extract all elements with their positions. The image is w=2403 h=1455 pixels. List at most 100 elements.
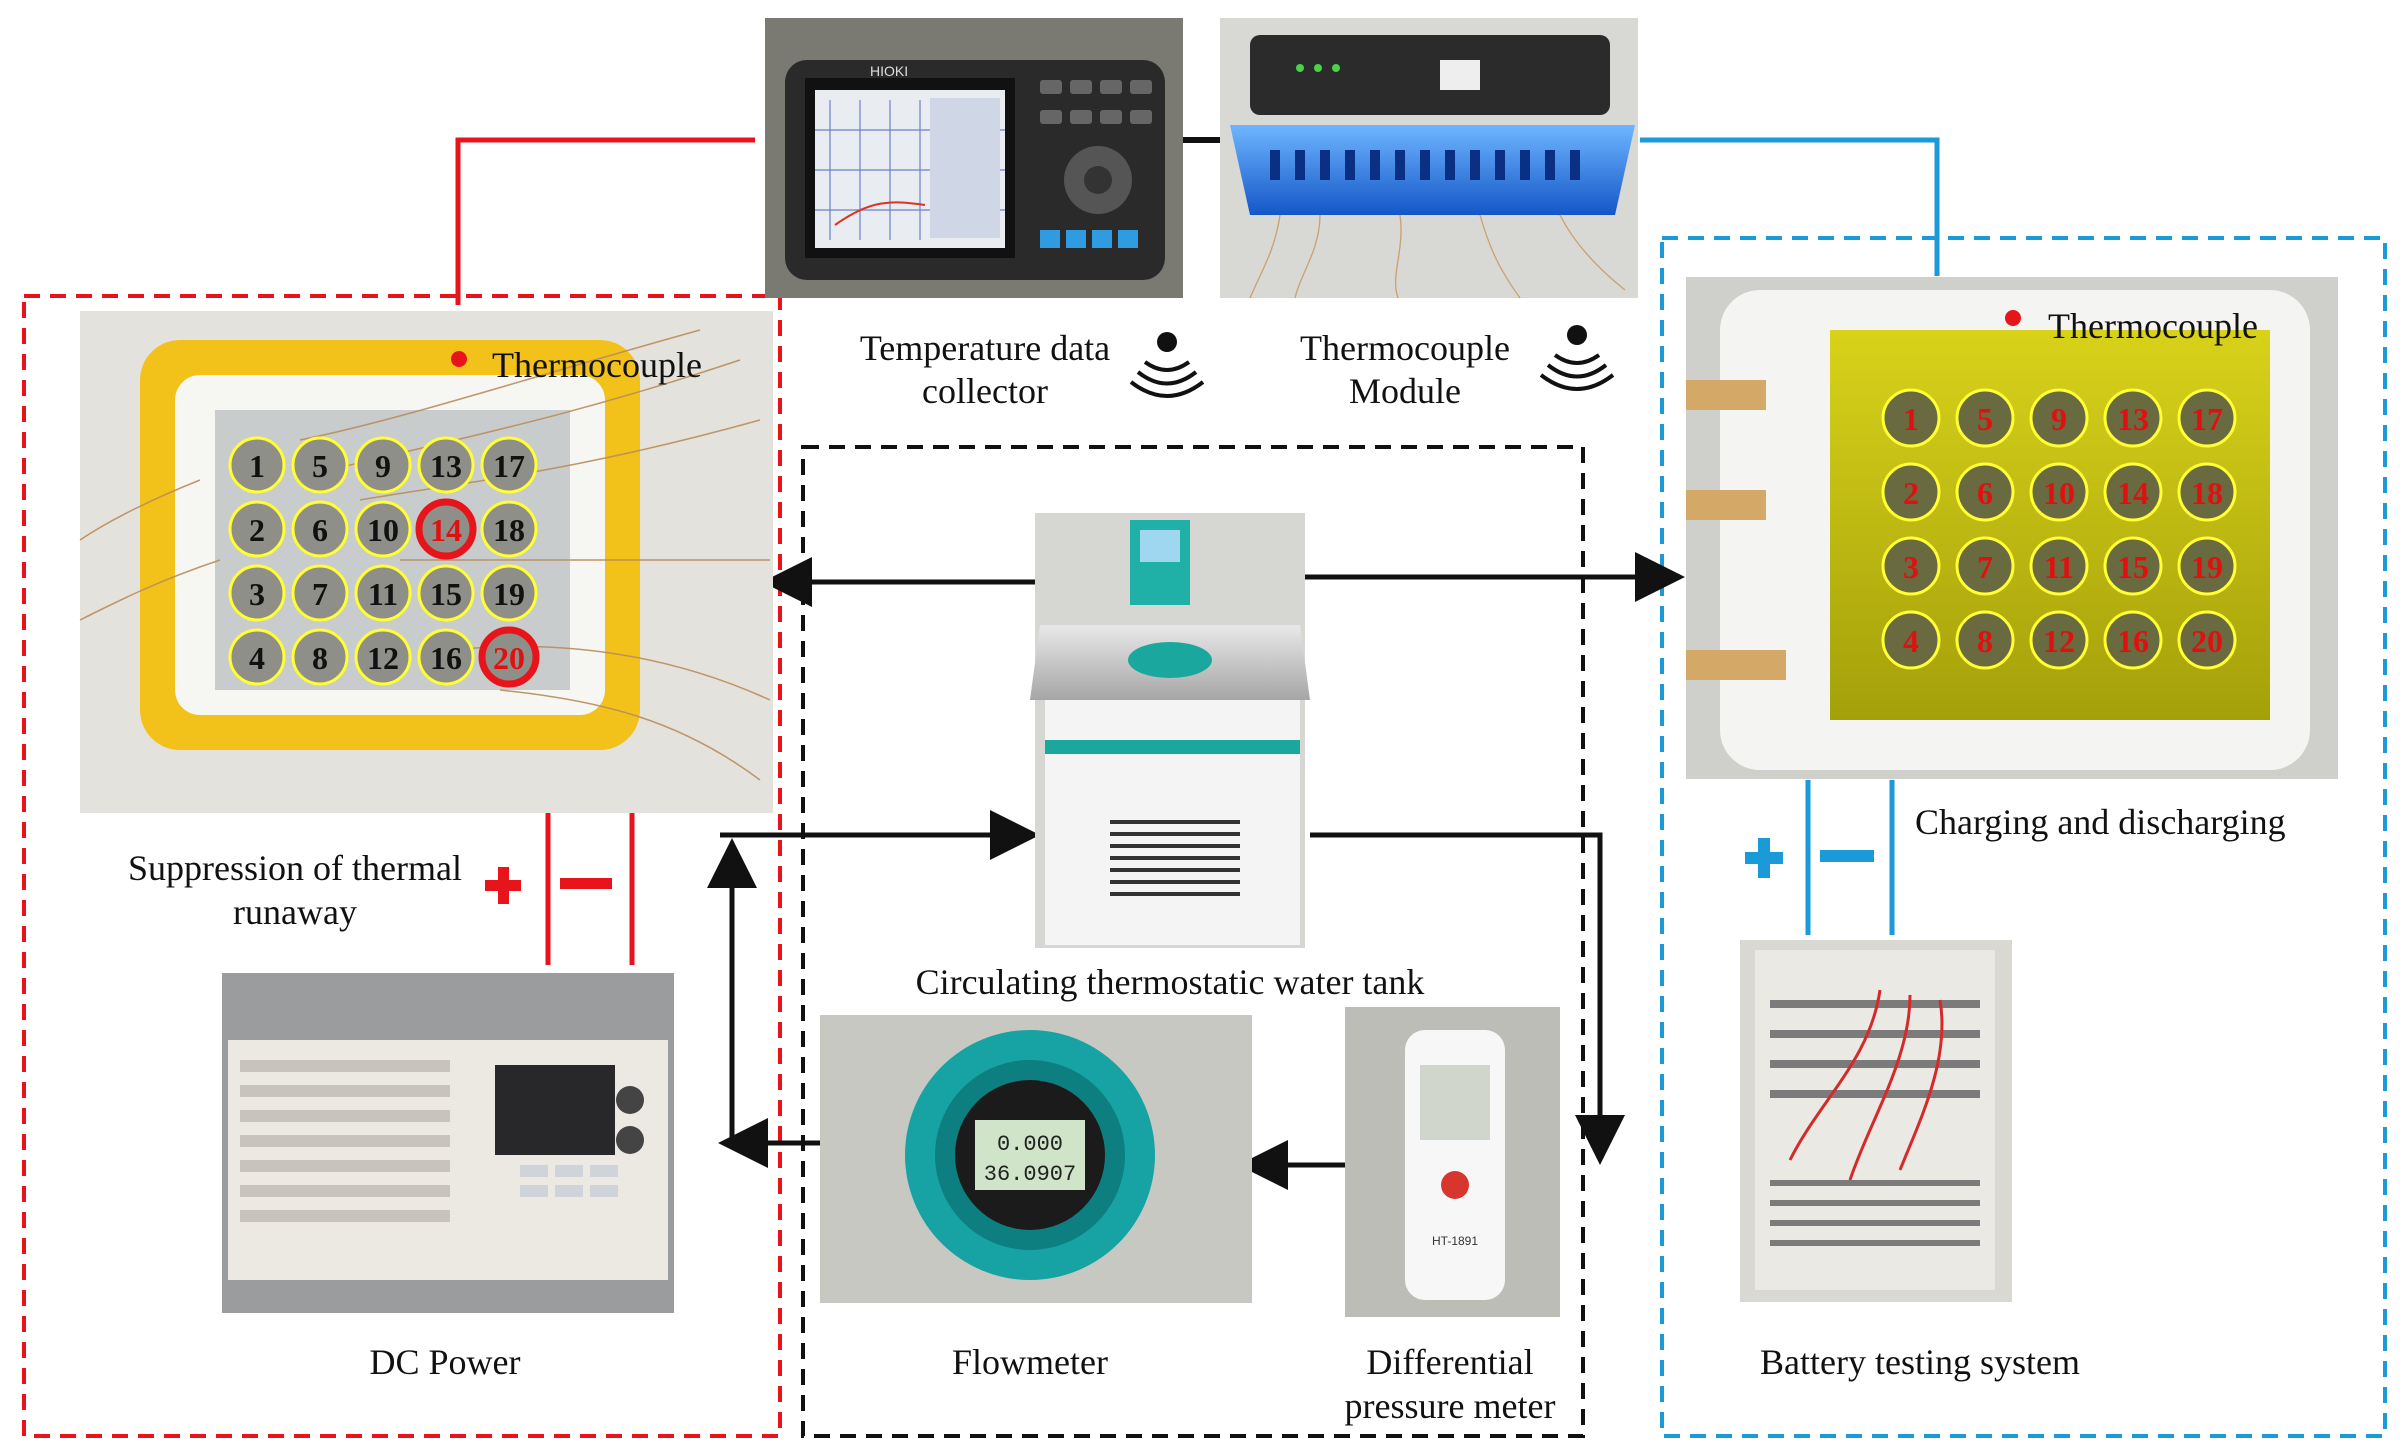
battery-cell-number: 1 [1903, 401, 1919, 437]
minus-icon-red [560, 878, 612, 889]
battery-cell-number: 18 [2191, 475, 2223, 511]
battery-cell-ring [1955, 388, 2015, 448]
red-dashed-box [22, 294, 782, 1438]
battery-cell-number: 12 [2043, 623, 2075, 659]
battery-cell-number: 5 [312, 448, 328, 484]
flowmeter-display-line2: 36.0907 [984, 1162, 1076, 1187]
battery-cell-ring [1881, 388, 1941, 448]
battery-cell-ring [291, 564, 349, 622]
battery-cell-ring [228, 564, 286, 622]
battery-cell-number: 12 [367, 640, 399, 676]
flow-tank-to-diffmeter [1310, 832, 1625, 1165]
battery-cell-ring [291, 500, 349, 558]
battery-cell-ring [417, 628, 475, 686]
water-tank-photo [1030, 513, 1310, 948]
battery-cell-ring [2177, 610, 2237, 670]
label-charging-discharging: Charging and discharging [1915, 802, 2286, 842]
black-dashed-box [801, 445, 1585, 1438]
battery-cell-number: 13 [430, 448, 462, 484]
battery-cell-number: 15 [2117, 549, 2149, 585]
blue-wire-top [1640, 137, 1940, 276]
battery-cell-number: 16 [430, 640, 462, 676]
label-dc-power: DC Power [369, 1342, 521, 1382]
battery-cell-ring [2177, 388, 2237, 448]
label-water-tank: Circulating thermostatic water tank [915, 962, 1425, 1002]
battery-cell-ring [417, 436, 475, 494]
red-wire-top [455, 137, 755, 305]
battery-cell-number: 10 [367, 512, 399, 548]
battery-cell-ring [1955, 462, 2015, 522]
thermocouple-module-photo [1220, 18, 1638, 299]
thermocouple-dot-right [2005, 310, 2021, 326]
label-suppression-line1: Suppression of thermal [128, 848, 462, 888]
battery-cell-number: 4 [1903, 623, 1919, 659]
battery-cell-ring [478, 626, 540, 688]
label-thermocouple-left: Thermocouple [492, 345, 702, 385]
dc-power-photo [222, 973, 674, 1313]
battery-cell-number: 8 [312, 640, 328, 676]
flowmeter-display-line1: 0.000 [997, 1132, 1063, 1157]
battery-cell-number: 20 [493, 640, 525, 676]
battery-cell-number: 14 [430, 512, 462, 548]
battery-cell-number: 7 [1977, 549, 1993, 585]
battery-cell-ring [1955, 610, 2015, 670]
plus-icon-red [485, 867, 521, 904]
wireless-signal-icon [1129, 332, 1205, 398]
battery-cell-ring [480, 564, 538, 622]
wireless-signal-icon [1539, 325, 1615, 391]
battery-cell-ring [291, 436, 349, 494]
differential-pressure-meter-photo: HT-1891 [1345, 1007, 1560, 1317]
battery-cell-ring [2103, 610, 2163, 670]
battery-cell-ring [291, 628, 349, 686]
label-flowmeter: Flowmeter [952, 1342, 1108, 1382]
battery-cell-number: 7 [312, 576, 328, 612]
battery-cell-number: 14 [2117, 475, 2149, 511]
thermocouple-dot-left [451, 351, 467, 367]
battery-cell-number: 19 [493, 576, 525, 612]
battery-cell-ring [354, 500, 412, 558]
label-temperature-data-collector-line2: collector [922, 371, 1048, 411]
right-battery-photo [1686, 277, 2338, 779]
minus-icon-blue [1820, 850, 1874, 862]
battery-cell-ring [2103, 462, 2163, 522]
battery-cell-ring [228, 436, 286, 494]
battery-cell-number: 10 [2043, 475, 2075, 511]
battery-cell-ring [1881, 536, 1941, 596]
battery-cell-number: 2 [249, 512, 265, 548]
battery-cell-ring [2103, 388, 2163, 448]
manometer-model: HT-1891 [1432, 1234, 1478, 1248]
battery-cell-ring [1881, 462, 1941, 522]
battery-cell-number: 18 [493, 512, 525, 548]
battery-cell-number: 2 [1903, 475, 1919, 511]
battery-cell-number: 17 [493, 448, 525, 484]
battery-cell-ring [2103, 536, 2163, 596]
battery-cell-ring [417, 564, 475, 622]
battery-cell-number: 1 [249, 448, 265, 484]
battery-cell-number: 11 [368, 576, 398, 612]
plus-icon-blue [1745, 838, 1783, 878]
battery-cell-ring [354, 628, 412, 686]
battery-cell-ring [354, 436, 412, 494]
label-thermocouple-module-line2: Module [1349, 371, 1461, 411]
hioki-logo: HIOKI [870, 63, 908, 79]
battery-cell-number: 4 [249, 640, 265, 676]
battery-cell-number: 6 [312, 512, 328, 548]
battery-cell-ring [228, 500, 286, 558]
battery-cell-ring [1955, 536, 2015, 596]
battery-cell-ring [2029, 610, 2089, 670]
battery-cell-number: 9 [2051, 401, 2067, 437]
temperature-data-collector-photo: HIOKI [765, 18, 1183, 298]
battery-cell-number: 19 [2191, 549, 2223, 585]
battery-cell-ring [354, 564, 412, 622]
battery-cell-number: 3 [1903, 549, 1919, 585]
battery-cell-ring [2029, 536, 2089, 596]
battery-cell-number: 3 [249, 576, 265, 612]
battery-cell-ring [480, 500, 538, 558]
battery-cell-number: 15 [430, 576, 462, 612]
battery-cell-number: 20 [2191, 623, 2223, 659]
battery-cell-ring [2177, 462, 2237, 522]
battery-cell-ring [2177, 536, 2237, 596]
flowmeter-photo: 0.000 36.0907 [820, 1015, 1252, 1303]
battery-cell-number: 8 [1977, 623, 1993, 659]
